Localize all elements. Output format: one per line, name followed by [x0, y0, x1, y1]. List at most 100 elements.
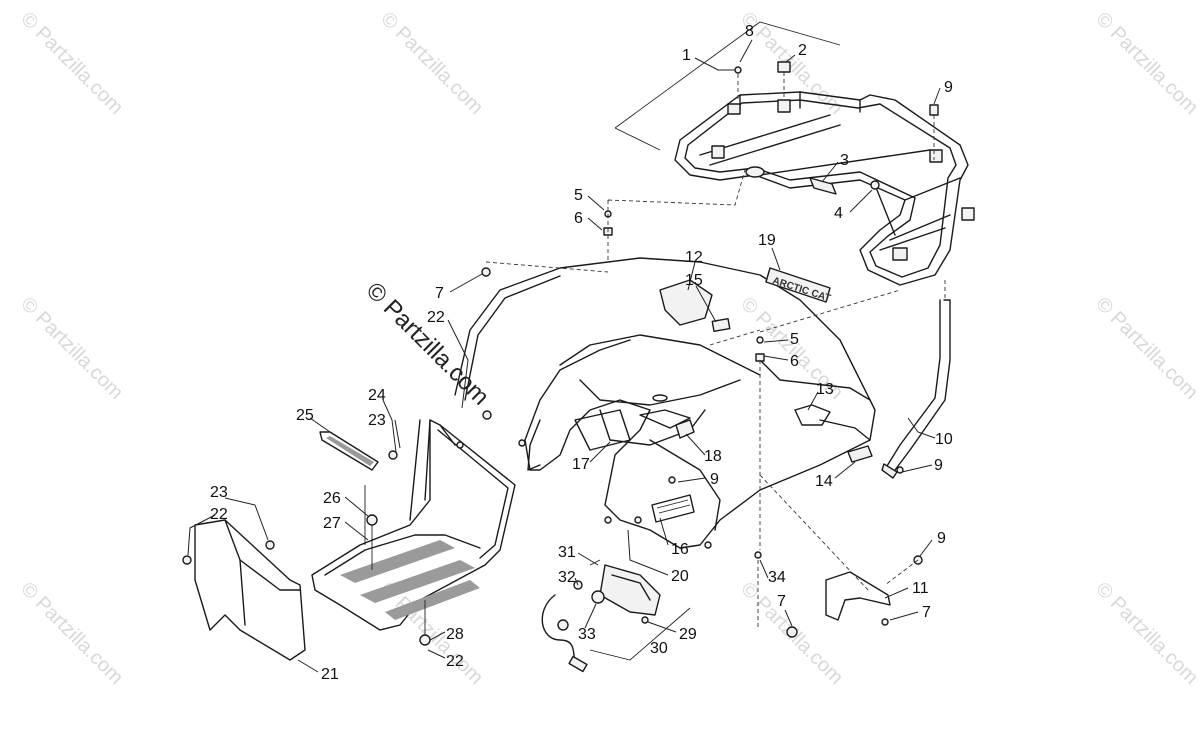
washer-5	[756, 336, 764, 344]
watermark-text: © Partzilla.com	[16, 8, 127, 119]
nut-7	[881, 618, 889, 626]
callout-6: 6	[574, 210, 583, 227]
leader-line	[771, 247, 781, 271]
callout-21: 21	[321, 666, 339, 683]
decal-16-lines	[656, 499, 691, 514]
taillight-lens	[611, 574, 651, 601]
footwell-outline	[311, 419, 516, 631]
callout-10: 10	[935, 431, 953, 448]
leader-line	[739, 39, 753, 63]
nut-28	[419, 634, 431, 646]
callout-17: 17	[572, 456, 590, 473]
fender-top-right	[759, 359, 871, 401]
fastener	[604, 516, 612, 524]
leader-line	[763, 339, 789, 343]
fender-inner-rim	[559, 334, 761, 376]
watermark-text: © Partzilla.com	[1091, 578, 1200, 689]
side-panel-21	[182, 519, 306, 661]
callout-9: 9	[944, 79, 953, 96]
side-panel-edge	[224, 519, 301, 591]
rack-clip	[711, 145, 725, 159]
rack-bracket-line	[614, 127, 661, 151]
callout-9: 9	[937, 530, 946, 547]
assembly-line	[607, 169, 746, 260]
screw-24	[456, 441, 464, 449]
side-panel-edge	[239, 559, 246, 626]
leader-line	[427, 649, 446, 659]
leader-line	[449, 273, 483, 293]
leader-line	[901, 464, 933, 473]
rack-strap-clamp	[809, 177, 837, 195]
callout-23: 23	[210, 484, 228, 501]
fastener-9	[668, 476, 676, 484]
taillight-housing	[599, 564, 661, 616]
watermark-text: © Partzilla.com	[1091, 293, 1200, 404]
rack-crossbar	[759, 149, 931, 176]
callout-28: 28	[446, 626, 464, 643]
bulb-33	[591, 590, 605, 604]
callout-32: 32	[558, 569, 576, 586]
callout-13: 13	[816, 381, 834, 398]
leader-line	[785, 54, 796, 63]
leader-line	[759, 559, 769, 579]
rack-bolt-head	[870, 180, 880, 190]
support-bar	[881, 280, 951, 479]
leader-line	[763, 355, 789, 361]
watermark-text: © Partzilla.com	[16, 578, 127, 689]
callout-25: 25	[296, 407, 314, 424]
bracket-11	[754, 466, 923, 638]
fender-storage-rim	[579, 379, 741, 406]
fender-side	[819, 419, 871, 441]
taillight	[541, 559, 691, 673]
leader-line	[574, 577, 579, 586]
fender-flap	[574, 409, 631, 451]
callout-22: 22	[446, 653, 464, 670]
callout-33: 33	[578, 626, 596, 643]
callout-27: 27	[323, 515, 341, 532]
rack-clip	[892, 247, 908, 261]
rack-clip	[727, 103, 741, 115]
footwell-back	[437, 429, 509, 559]
leader-line	[394, 419, 401, 449]
fastener	[518, 439, 526, 447]
footwell	[311, 410, 516, 646]
rack-bolt	[874, 184, 896, 236]
leader-line	[647, 621, 677, 633]
callout-14: 14	[815, 473, 833, 490]
assembly-line	[759, 289, 901, 550]
rack-crossbar	[904, 177, 961, 201]
step-bar-outline	[319, 431, 379, 471]
watermark-text: © Partzilla.com	[1091, 8, 1200, 119]
callout-18: 18	[704, 448, 722, 465]
callout-7: 7	[922, 604, 931, 621]
support-bar-end	[881, 463, 898, 479]
fender-storage-lid	[639, 409, 691, 429]
rack-crossbar	[879, 227, 946, 251]
callout-24: 24	[368, 387, 386, 404]
callout-layer: 1 8 2 9 3 4 5 6 19 12 15 7 22 5 6 13 24 …	[210, 23, 953, 683]
rack-inner-tube	[684, 99, 957, 278]
nut-9	[896, 466, 904, 474]
leader-line	[821, 161, 839, 183]
callout-9: 9	[710, 471, 719, 488]
leader-line	[784, 609, 793, 627]
rack-bracket-line	[614, 21, 841, 129]
leader-line	[889, 611, 919, 621]
nut-22	[182, 555, 192, 565]
assembly-line	[709, 329, 761, 346]
footwell-tread	[360, 560, 475, 603]
reflector-14	[847, 445, 873, 463]
fender-storage-box	[599, 409, 706, 446]
leader-line	[933, 87, 941, 105]
leader-line	[344, 521, 369, 541]
callout-3: 3	[840, 152, 849, 169]
decal-16	[651, 494, 695, 523]
lead-line	[589, 559, 601, 566]
rack-foot	[745, 166, 765, 178]
assembly-line	[485, 261, 609, 273]
decal-19-plate	[765, 267, 831, 303]
leader-line	[584, 603, 597, 629]
rack-clip	[777, 99, 791, 113]
